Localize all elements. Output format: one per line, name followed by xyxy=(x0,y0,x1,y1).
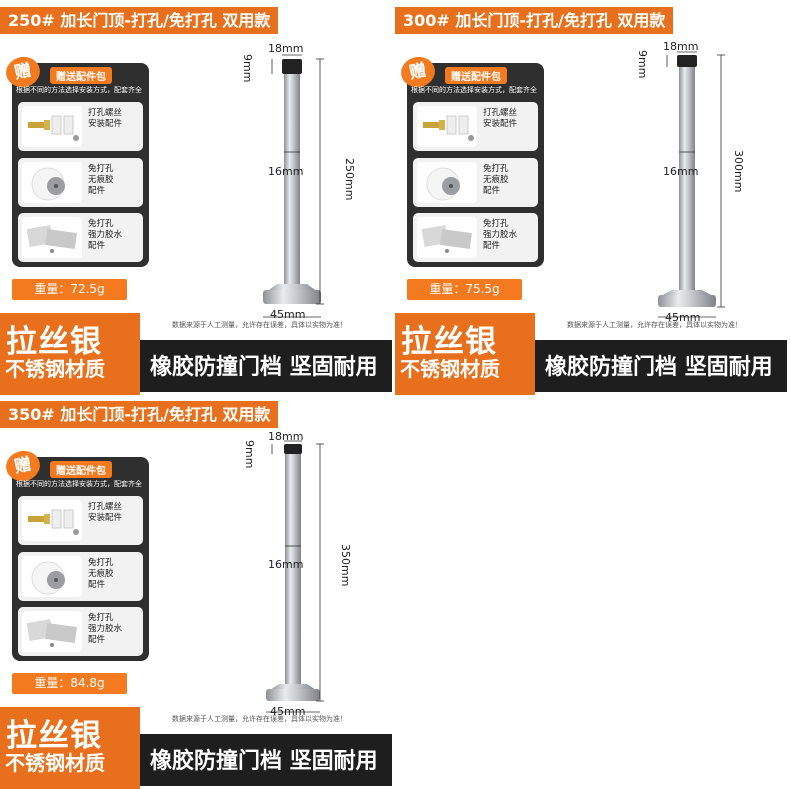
adhesive-image xyxy=(22,162,82,203)
accessory-card-adhesive: 免打孔 无痕胶 配件 xyxy=(413,158,538,207)
panel-title: 350# 加长门顶-打孔/免打孔 双用款 xyxy=(0,401,279,428)
door-stopper-drawing xyxy=(658,51,725,318)
slogan-text: 橡胶防撞门档 坚固耐用 xyxy=(150,749,378,774)
dim-top-diameter: 18mm xyxy=(663,40,699,53)
material-block xyxy=(0,707,140,789)
dim-length: 300mm xyxy=(732,150,745,193)
dim-length: 250mm xyxy=(343,158,356,201)
material-big-text: 拉丝银 xyxy=(6,324,102,360)
glue-image xyxy=(22,217,82,258)
rubber-cap xyxy=(284,444,302,454)
material-small-text: 不锈钢材质 xyxy=(5,751,105,775)
rod xyxy=(284,74,300,286)
dim-cap-height: 9mm xyxy=(243,440,256,469)
product-panel-350: 350# 加长门顶-打孔/免打孔 双用款 赠 赠送配件包 根据不同的方法选择安装… xyxy=(0,394,395,789)
dim-base-diameter: 45mm xyxy=(270,308,306,321)
dim-top-diameter: 18mm xyxy=(268,430,304,443)
weight-tag: 重量：75.5g xyxy=(407,279,522,300)
accessory-label: 免打孔 强力胶水 配件 xyxy=(88,613,123,645)
accessory-label: 免打孔 无痕胶 配件 xyxy=(88,558,114,590)
accessory-label: 免打孔 无痕胶 配件 xyxy=(88,164,114,196)
accessory-card-screws: 打孔螺丝 安装配件 xyxy=(413,102,538,151)
dim-rod-diameter: 16mm xyxy=(663,165,699,178)
glue-image xyxy=(417,217,477,258)
dim-rod-diameter: 16mm xyxy=(268,558,304,571)
dim-cap-height: 9mm xyxy=(241,54,254,83)
dim-base-diameter: 45mm xyxy=(270,705,306,718)
material-small-text: 不锈钢材质 xyxy=(400,357,500,381)
door-stopper-drawing xyxy=(263,54,324,318)
accessory-card-adhesive: 免打孔 无痕胶 配件 xyxy=(18,158,143,207)
dim-top-diameter: 18mm xyxy=(268,42,304,55)
dim-rod-diameter: 16mm xyxy=(268,165,304,178)
material-big-text: 拉丝银 xyxy=(6,718,102,754)
panel-title: 300# 加长门顶-打孔/免打孔 双用款 xyxy=(395,7,674,34)
slogan-text: 橡胶防撞门档 坚固耐用 xyxy=(545,355,773,380)
material-small-text: 不锈钢材质 xyxy=(5,357,105,381)
accessory-label: 免打孔 无痕胶 配件 xyxy=(483,164,509,196)
slogan-text: 橡胶防撞门档 坚固耐用 xyxy=(150,355,378,380)
panel-title: 250# 加长门顶-打孔/免打孔 双用款 xyxy=(0,7,279,34)
base-neck xyxy=(270,684,316,690)
gift-box: 赠 赠送配件包 根据不同的方法选择安装方式，配套齐全 打孔螺丝 安装配件 免打孔… xyxy=(3,53,149,267)
accessory-label: 免打孔 强力胶水 配件 xyxy=(88,219,123,251)
accessory-card-glue: 免打孔 强力胶水 配件 xyxy=(413,213,538,262)
gift-heading: 赠送配件包 xyxy=(50,461,112,478)
weight-tag: 重量：72.5g xyxy=(12,279,127,300)
glue-image xyxy=(22,611,82,652)
accessory-card-glue: 免打孔 强力胶水 配件 xyxy=(18,213,143,262)
gift-box: 赠 赠送配件包 根据不同的方法选择安装方式，配套齐全 打孔螺丝 安装配件 免打孔… xyxy=(398,53,544,267)
gift-heading: 赠送配件包 xyxy=(50,67,112,84)
rod xyxy=(679,67,695,294)
accessory-card-adhesive: 免打孔 无痕胶 配件 xyxy=(18,552,143,601)
dim-base-diameter: 45mm xyxy=(665,311,701,324)
base-plate xyxy=(266,689,320,701)
accessory-label: 打孔螺丝 安装配件 xyxy=(88,502,123,523)
accessory-card-screws: 打孔螺丝 安装配件 xyxy=(18,496,143,545)
gift-heading: 赠送配件包 xyxy=(445,67,507,84)
screws-image xyxy=(417,106,477,147)
disclaimer: 数据来源于人工测量，允许存在误差，具体以实物为准！ xyxy=(567,321,742,329)
weight-tag: 重量：84.8g xyxy=(12,673,127,694)
accessory-label: 免打孔 强力胶水 配件 xyxy=(483,219,518,251)
accessory-label: 打孔螺丝 安装配件 xyxy=(88,108,123,129)
base-plate xyxy=(658,295,716,307)
product-panel-250: 250# 加长门顶-打孔/免打孔 双用款 赠 赠送配件包 根据不同的方法选择安装… xyxy=(0,0,395,395)
slogan-block xyxy=(140,340,392,392)
rubber-cap xyxy=(282,59,302,74)
base-neck xyxy=(661,290,713,296)
adhesive-image xyxy=(417,162,477,203)
dim-length: 350mm xyxy=(339,544,352,587)
screws-image xyxy=(22,500,82,541)
disclaimer: 数据来源于人工测量，允许存在误差，具体以实物为准！ xyxy=(172,321,347,329)
gift-note: 根据不同的方法选择安装方式，配套齐全 xyxy=(16,86,142,94)
dim-cap-height: 9mm xyxy=(636,50,649,79)
slogan-block xyxy=(140,734,392,786)
base-plate xyxy=(263,290,321,304)
material-block xyxy=(395,313,535,395)
accessory-card-screws: 打孔螺丝 安装配件 xyxy=(18,102,143,151)
door-stopper-drawing xyxy=(266,440,324,713)
gift-note: 根据不同的方法选择安装方式，配套齐全 xyxy=(411,86,537,94)
product-panel-300: 300# 加长门顶-打孔/免打孔 双用款 赠 赠送配件包 根据不同的方法选择安装… xyxy=(395,0,790,395)
slogan-block xyxy=(535,340,787,392)
material-big-text: 拉丝银 xyxy=(401,324,497,360)
rubber-cap xyxy=(677,55,697,67)
gift-box: 赠 赠送配件包 根据不同的方法选择安装方式，配套齐全 打孔螺丝 安装配件 免打孔… xyxy=(3,447,149,661)
material-block xyxy=(0,313,140,395)
disclaimer: 数据来源于人工测量，允许存在误差，具体以实物为准！ xyxy=(172,715,347,723)
accessory-card-glue: 免打孔 强力胶水 配件 xyxy=(18,607,143,656)
adhesive-image xyxy=(22,556,82,597)
gift-note: 根据不同的方法选择安装方式，配套齐全 xyxy=(16,480,142,488)
rod xyxy=(285,454,301,688)
accessory-label: 打孔螺丝 安装配件 xyxy=(483,108,518,129)
screws-image xyxy=(22,106,82,147)
